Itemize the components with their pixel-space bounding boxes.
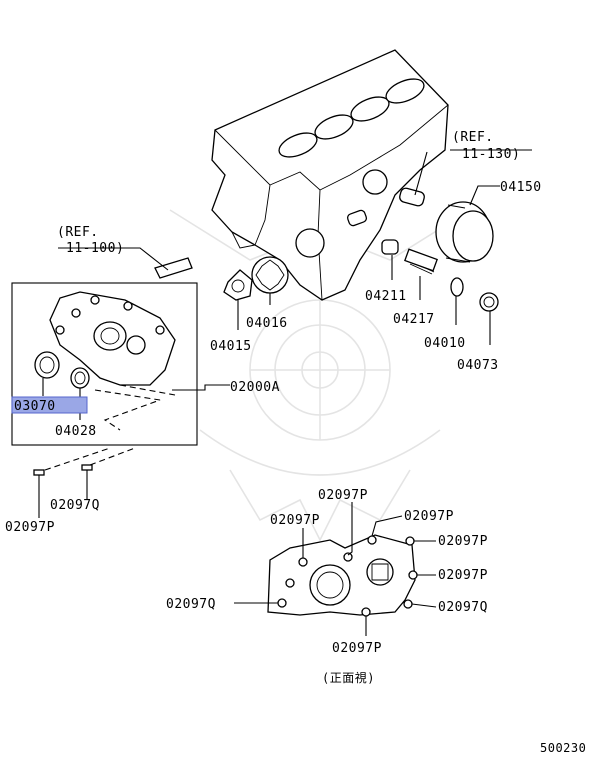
label-ref-left: (REF. [57,225,99,240]
outer-rotor [251,256,289,294]
label-04010[interactable]: 04010 [424,336,466,351]
oil-filter [435,201,494,263]
label-04016[interactable]: 04016 [246,316,288,331]
label-02097Q-bolt[interactable]: 02097Q [50,498,100,513]
label-front-view: (正面視) [322,670,375,685]
gasket-ring [450,277,464,297]
front-oil-seal [34,351,60,379]
label-02097P-right-1[interactable]: 02097P [438,534,488,549]
diagram-id: 500230 [540,741,586,755]
pump-gasket [154,257,193,279]
label-04028[interactable]: 04028 [55,424,97,439]
label-02097P-top[interactable]: 02097P [318,488,368,503]
label-ref-left-number: 11-100) [66,241,124,256]
inner-rotor [223,269,253,301]
label-04217[interactable]: 04217 [393,312,435,327]
label-04150[interactable]: 04150 [500,180,542,195]
bolt-left [33,469,45,490]
assembly-box [11,282,198,446]
label-02097P-upper-left[interactable]: 02097P [270,513,320,528]
label-ref-top: (REF. [452,130,494,145]
assembly-guide-line-2 [119,384,176,396]
bolt-guide-right [89,447,136,466]
relief-spring [404,248,438,275]
label-04015[interactable]: 04015 [210,339,252,354]
assembly-guide-line [94,389,161,431]
label-03070[interactable]: 03070 [14,399,56,414]
label-02097P-bolt[interactable]: 02097P [5,520,55,535]
label-04073[interactable]: 04073 [457,358,499,373]
label-02097Q-right[interactable]: 02097Q [438,600,488,615]
bolt-right [81,464,93,485]
label-02097P-upper-right[interactable]: 02097P [404,509,454,524]
label-02000A[interactable]: 02000A [230,380,280,395]
oil-pump-case [49,291,176,386]
engine-block [211,49,449,301]
leader-lines [38,149,532,636]
o-ring [70,367,90,389]
label-02097P-right-2[interactable]: 02097P [438,568,488,583]
relief-plunger [381,239,399,255]
highlight-box-03070 [11,396,88,414]
label-02097Q-left[interactable]: 02097Q [166,597,216,612]
pump-front-view [267,534,418,617]
label-ref-top-number: 11-130) [462,147,520,162]
plug [479,292,499,312]
bolt-guide-left [44,447,111,471]
filter-nipple [399,187,425,207]
label-04211[interactable]: 04211 [365,289,407,304]
label-02097P-bottom[interactable]: 02097P [332,641,382,656]
